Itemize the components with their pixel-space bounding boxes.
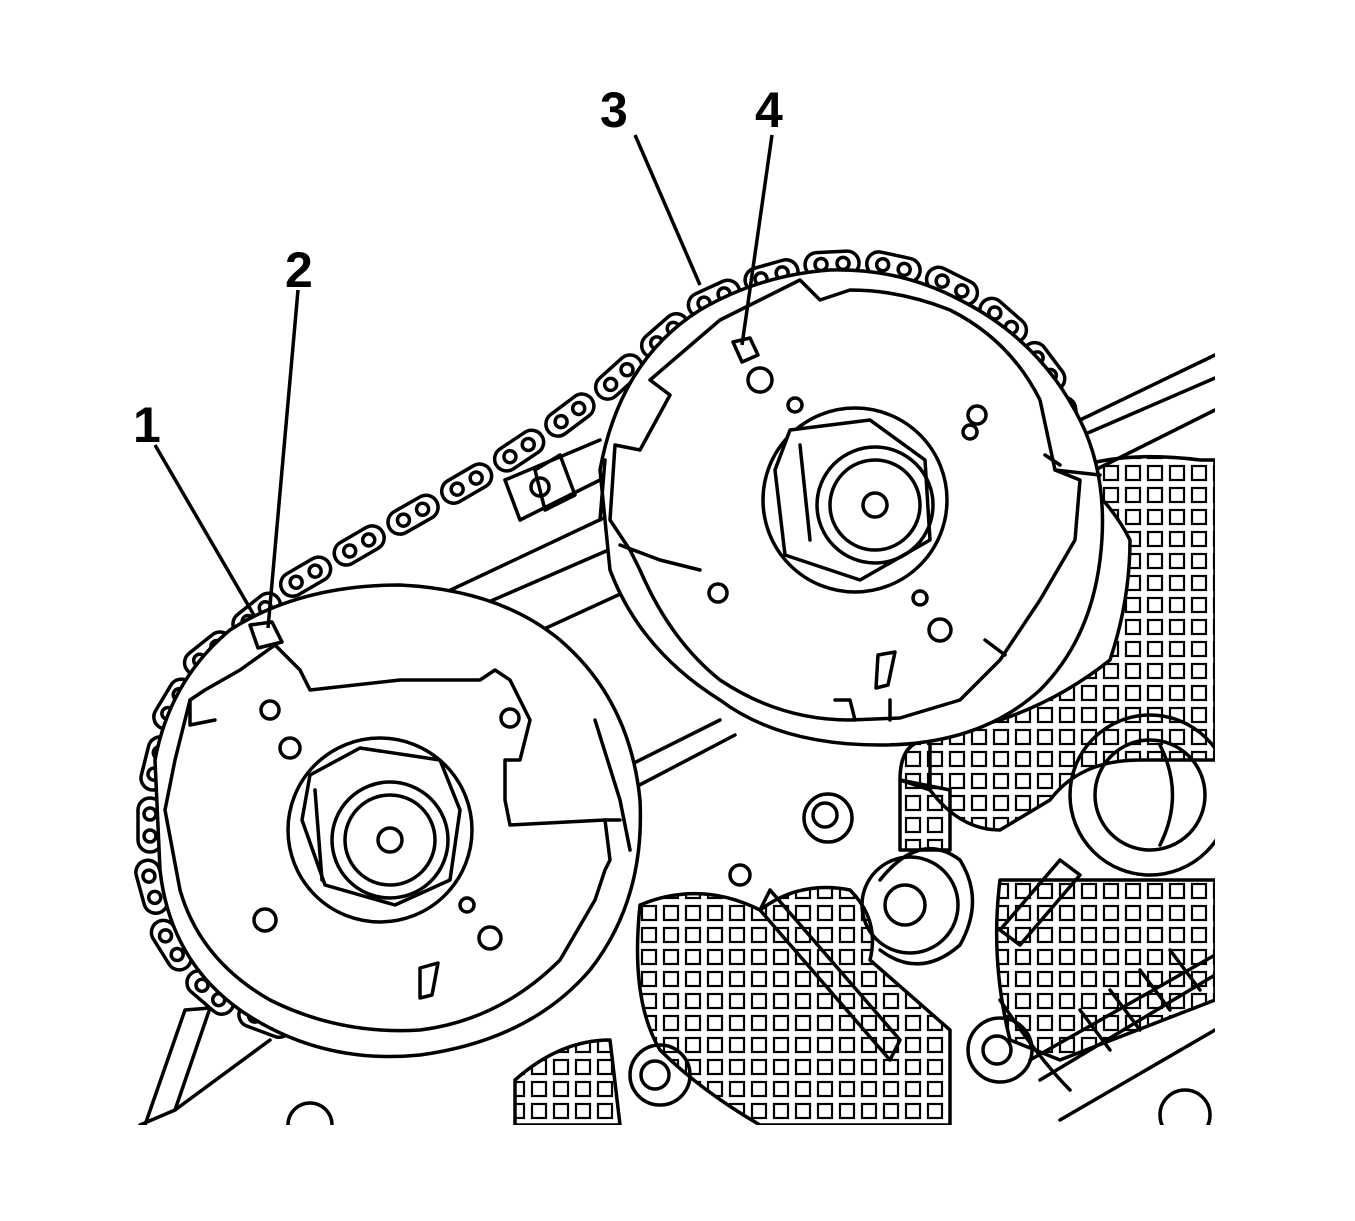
callout-label-3: 3 <box>600 82 628 138</box>
callout-leaders <box>153 134 774 629</box>
chain-link <box>386 493 440 536</box>
chain-link <box>278 555 333 599</box>
callout-label-2: 2 <box>285 242 313 298</box>
chain-link <box>492 428 546 473</box>
leader-line-4 <box>740 134 774 346</box>
callout-label-1: 1 <box>133 397 161 453</box>
camshaft-sprocket-right <box>598 268 1105 747</box>
leader-line-3 <box>633 134 702 286</box>
callout-label-4: 4 <box>755 82 783 138</box>
leader-line-2 <box>266 289 300 629</box>
camshaft-sprocket-left <box>153 583 643 1059</box>
leader-line-1 <box>153 444 257 618</box>
chain-link <box>544 392 596 438</box>
cylinder-head-housing <box>138 353 1215 1125</box>
chain-link <box>332 524 386 567</box>
chain-link <box>439 462 494 505</box>
